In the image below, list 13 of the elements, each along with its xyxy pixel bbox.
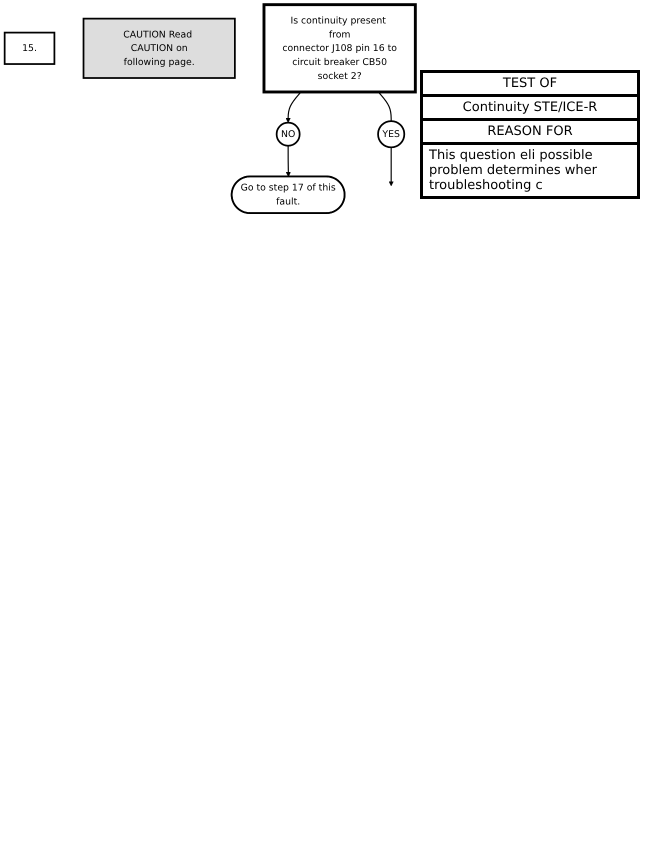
arrow: [388, 147, 394, 186]
table-cell: This question eli possible problem determines wher troubleshooting c: [422, 144, 638, 198]
node-box: 15.: [4, 32, 56, 65]
arrow: [286, 146, 291, 177]
table-header: TEST OF: [422, 72, 638, 96]
table-header: REASON FOR: [422, 120, 638, 144]
table-cell: Continuity STE/ICE-R: [422, 96, 638, 120]
node-circle: NO: [276, 122, 301, 147]
connector: [378, 92, 392, 122]
node-circle: YES: [377, 120, 406, 148]
arrow: [286, 92, 302, 123]
node-box: Is continuity present from connector J108 pin 16 to circuit breaker CB50 socket 2?: [262, 3, 417, 94]
node-box: CAUTION Read CAUTION on following page.: [82, 18, 236, 79]
